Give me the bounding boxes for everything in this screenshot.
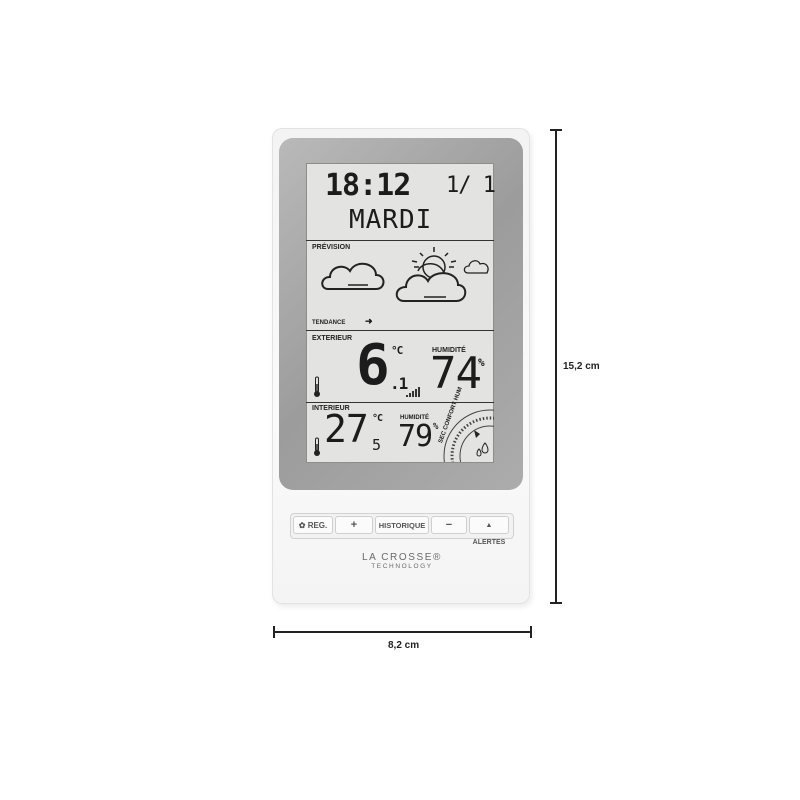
forecast-panel — [306, 241, 494, 331]
outdoor-unit: °C — [391, 344, 403, 357]
indoor-humidity: 79 — [398, 419, 433, 454]
indoor-unit: °C — [372, 413, 383, 424]
forecast-icons — [321, 247, 489, 302]
outdoor-panel — [306, 331, 494, 403]
minus-button[interactable]: − — [431, 516, 467, 534]
outdoor-humidity-label: HUMIDITÉ — [432, 347, 466, 354]
day-display: MARDI — [349, 205, 433, 235]
flower-icon: ✿ — [298, 521, 306, 530]
reg-button-label: REG. — [307, 521, 328, 530]
alerts-button[interactable]: ▲ ALERTES — [469, 516, 509, 546]
date-display: 1/ 1 — [446, 173, 496, 198]
lcd-screen — [306, 163, 494, 463]
partly-cloudy-cloud-icon — [395, 272, 467, 302]
plus-button[interactable]: + — [335, 516, 373, 534]
cloud-icon — [321, 262, 385, 290]
comfort-dial-icon — [443, 409, 494, 462]
brand-subtitle: TECHNOLOGY — [371, 563, 433, 570]
thermometer-icon — [314, 376, 320, 397]
time-display: 18:12 — [325, 168, 411, 203]
outdoor-humidity: 74 — [430, 348, 482, 399]
indoor-humidity-label: HUMIDITÉ — [400, 415, 429, 421]
height-label: 15,2 cm — [563, 361, 600, 372]
small-cloud-icon — [463, 260, 489, 274]
indoor-temp-decimal: 5 — [372, 436, 381, 454]
alerts-button-label: ALERTES — [472, 539, 506, 546]
outdoor-temp-decimal: .1 — [390, 374, 408, 393]
brand-name: LA CROSSE® — [361, 552, 443, 563]
outdoor-label: EXTERIEUR — [312, 335, 353, 342]
indoor-label: INTERIEUR — [312, 405, 350, 412]
outdoor-humidity-unit: % — [478, 356, 485, 369]
indoor-temp: 27 — [324, 407, 369, 451]
warning-icon: ▲ — [485, 522, 493, 529]
clock-panel — [306, 163, 494, 241]
indoor-thermometer-icon — [314, 437, 320, 456]
trend-label: TENDANCE — [312, 320, 346, 326]
forecast-label: PRÉVISION — [312, 244, 351, 251]
trend-arrow-icon: ➜ — [365, 316, 373, 326]
reg-button[interactable]: ✿ REG. — [293, 516, 333, 534]
indoor-humidity-unit: % — [433, 422, 439, 432]
outdoor-temp: 6 — [356, 333, 390, 398]
history-button[interactable]: HISTORIQUE — [375, 516, 429, 534]
width-label: 8,2 cm — [388, 640, 420, 651]
signal-strength-icon — [406, 387, 420, 397]
